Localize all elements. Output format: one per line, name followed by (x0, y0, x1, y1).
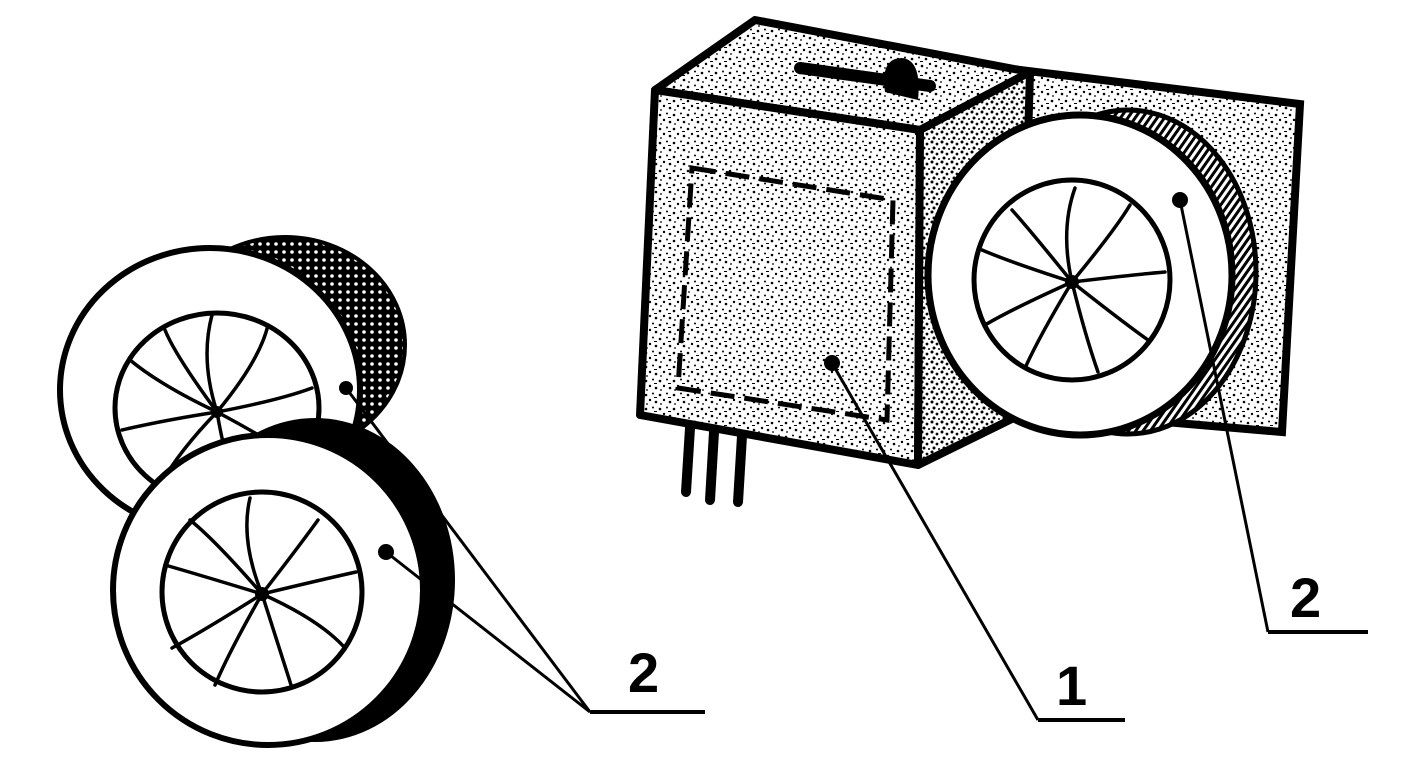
detached-wheels-icon (57, 235, 455, 748)
mounted-wheel-icon (924, 107, 1259, 439)
callout-label-right: 2 (1290, 566, 1321, 629)
leader-line (830, 362, 1040, 721)
front-wheel-icon (110, 418, 455, 748)
callout-right-wheel: 2 (1178, 199, 1368, 634)
callout-label-housing: 1 (1056, 654, 1087, 717)
callout-left-wheels: 2 (344, 387, 705, 714)
leader-line (385, 550, 591, 714)
leader-line (1178, 199, 1270, 633)
leader-line (344, 387, 592, 713)
callout-housing: 1 (830, 362, 1125, 722)
callout-label-left: 2 (628, 641, 659, 704)
